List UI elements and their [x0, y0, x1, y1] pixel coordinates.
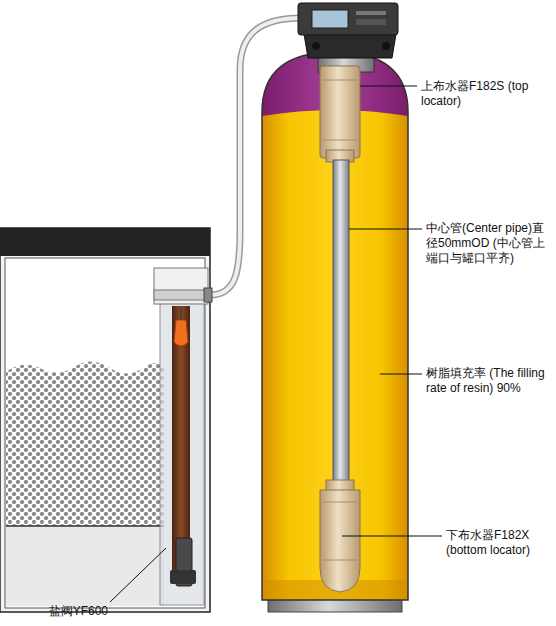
- callout-label: 树脂填充率 (The filling rate of resin) 90%: [426, 366, 552, 396]
- callout-label: 上布水器F182S (top locator): [421, 79, 551, 109]
- callout-label: 中心管(Center pipe)直径50mmOD (中心管上端口与罐口平齐): [426, 221, 554, 266]
- callout-label: 下布水器F182X (bottom locator): [446, 528, 552, 558]
- callout-label: 盐阀YF600: [8, 604, 108, 619]
